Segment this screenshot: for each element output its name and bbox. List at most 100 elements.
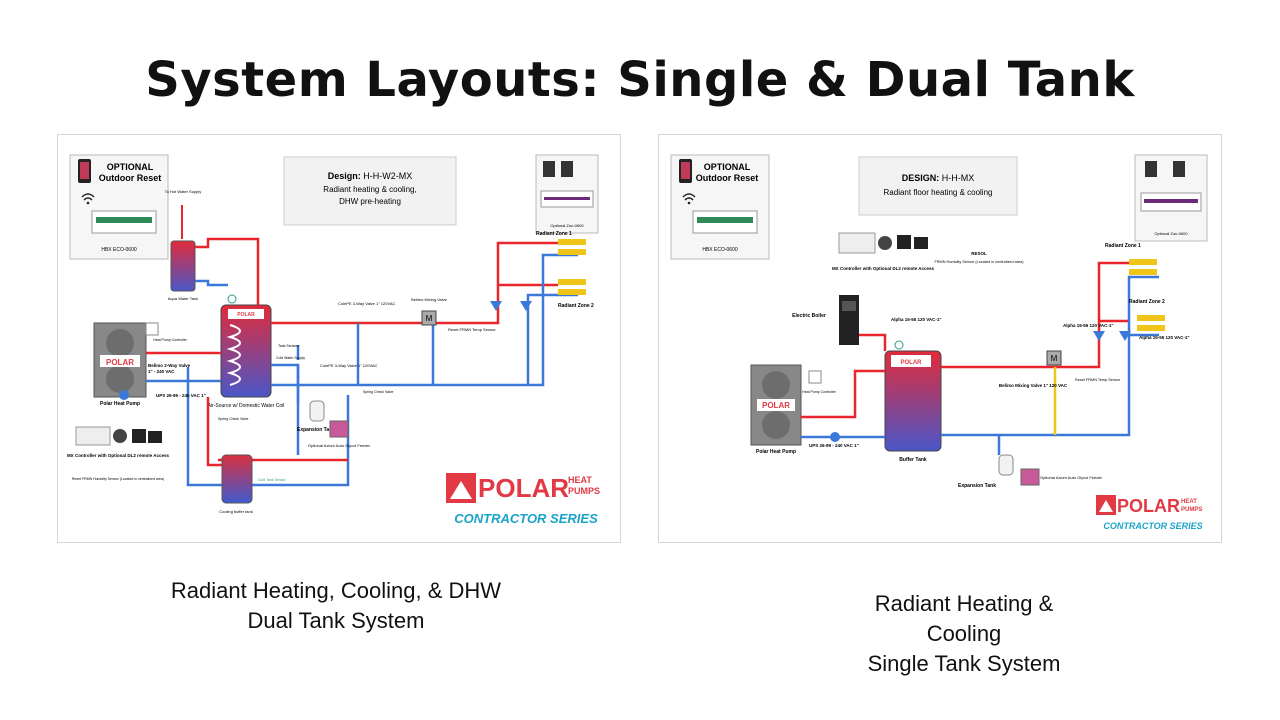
pipes-right: [801, 261, 1159, 455]
dual-tank-schematic: OPTIONAL Outdoor Reset HBX ECO-0600 Desi…: [67, 154, 600, 526]
slide-title: System Layouts: Single & Dual Tank: [145, 52, 1135, 108]
svg-text:Cooling buffer tank: Cooling buffer tank: [219, 509, 253, 514]
svg-text:UPS 26-99 - 240 VAC 1": UPS 26-99 - 240 VAC 1": [156, 393, 206, 398]
single-tank-schematic: OPTIONAL Outdoor Reset HBX ECO-0600 DESI…: [670, 154, 1208, 531]
svg-text:Expansion Tank: Expansion Tank: [297, 427, 335, 433]
svg-text:Polar Heat Pump: Polar Heat Pump: [756, 449, 796, 455]
dual-tank-diagram: OPTIONAL Outdoor Reset HBX ECO-0600 Desi…: [57, 134, 621, 543]
optional-outdoor-reset-box-right: OPTIONAL Outdoor Reset HBX ECO-0600: [670, 154, 770, 260]
svg-text:POLAR: POLAR: [762, 401, 790, 410]
svg-text:CONTRACTOR SERIES: CONTRACTOR SERIES: [454, 511, 598, 526]
svg-text:Expansion Tank: Expansion Tank: [958, 483, 996, 489]
hbx-eco-label: HBX ECO-0600: [101, 247, 137, 253]
buffer-tank: POLAR Buffer Tank: [884, 340, 942, 463]
svg-text:Reset FRMN Humidity Sensor (Lo: Reset FRMN Humidity Sensor (Located in c…: [72, 477, 164, 481]
svg-text:Belimo 2-Way Valve: Belimo 2-Way Valve: [148, 363, 191, 368]
svg-text:Belimo Mixing Valve: Belimo Mixing Valve: [411, 297, 447, 302]
svg-text:Buffer Tank: Buffer Tank: [899, 457, 927, 463]
svg-text:Alpha 15-55 120 VAC-1": Alpha 15-55 120 VAC-1": [1063, 323, 1114, 328]
svg-text:POLAR: POLAR: [106, 358, 134, 367]
polar-heat-pump-right: POLAR Polar Heat Pump Heat Pump Controll…: [750, 364, 837, 455]
svg-text:HEAT: HEAT: [568, 475, 592, 485]
svg-text:1" - 240 VAC: 1" - 240 VAC: [148, 369, 175, 374]
svg-text:DESIGN: H-H-MX: DESIGN: H-H-MX: [902, 173, 975, 183]
air-source-tank: POLAR Air-Source w/ Domestic Water Coil: [208, 294, 285, 409]
svg-text:ColePE 3-Way Valve 1" 120VAC: ColePE 3-Way Valve 1" 120VAC: [320, 363, 377, 368]
svg-text:ColePE 3-Way Valve 1" 120VAC: ColePE 3-Way Valve 1" 120VAC: [338, 301, 395, 306]
zon-label: Optional Zon-0600: [550, 223, 584, 228]
optional-label: OPTIONAL: [107, 162, 154, 172]
outdoor-reset-label: Outdoor Reset: [99, 173, 162, 183]
svg-text:Heat Pump Controller: Heat Pump Controller: [802, 390, 836, 394]
svg-text:PUMPS: PUMPS: [1181, 507, 1202, 513]
svg-text:Cold Water Supply: Cold Water Supply: [276, 356, 305, 360]
aqua-water-tank: To Hot Water Supply Aqua Water Tank: [165, 189, 202, 301]
wifi-icon: [682, 193, 696, 201]
svg-text:Aqua Water Tank: Aqua Water Tank: [168, 296, 198, 301]
electric-boiler: Electric Boiler: [792, 295, 859, 345]
svg-text:UPS 26-99 - 240 VAC 1": UPS 26-99 - 240 VAC 1": [809, 443, 859, 448]
svg-text:M: M: [426, 314, 433, 323]
svg-text:FRMN Humidity Sensor (Located: FRMN Humidity Sensor (Located in central…: [934, 260, 1024, 264]
svg-text:Radiant Zone 2: Radiant Zone 2: [558, 303, 594, 309]
optional-outdoor-reset-box: OPTIONAL Outdoor Reset HBX ECO-0600: [69, 154, 169, 260]
svg-text:POLAR: POLAR: [478, 473, 569, 503]
svg-text:Alpha 15-55 120 VAC-1": Alpha 15-55 120 VAC-1": [891, 317, 942, 322]
caption-right: Radiant Heating & Cooling Single Tank Sy…: [720, 589, 1208, 679]
svg-text:HBX ECO-0600: HBX ECO-0600: [702, 247, 738, 253]
svg-text:POLAR: POLAR: [237, 312, 255, 318]
svg-text:POLAR: POLAR: [901, 360, 923, 366]
svg-text:Optional Axiom Auto Glycol Fee: Optional Axiom Auto Glycol Feeder: [308, 443, 371, 448]
expansion-tank-right: Expansion Tank Optional Axiom Auto Glyco…: [958, 454, 1103, 489]
caption-right-line-1: Radiant Heating &: [874, 591, 1054, 616]
svg-text:MX Controller with Optional DL: MX Controller with Optional DL2 remote A…: [67, 453, 170, 458]
thermostat-box: Optional Zon-0600: [535, 154, 599, 234]
design-line-3: DHW pre-heating: [339, 197, 401, 206]
svg-text:Optional Zon-0600: Optional Zon-0600: [1154, 231, 1188, 236]
svg-text:Air-Source w/ Domestic Water C: Air-Source w/ Domestic Water Coil: [208, 403, 285, 409]
design-line-2: Radiant heating & cooling,: [323, 185, 416, 194]
polar-logo-right: POLAR HEAT PUMPS CONTRACTOR SERIES: [1096, 495, 1203, 531]
valves-left: M Belimo Mixing Valve Reset FRMN Temp Se…: [119, 297, 532, 421]
svg-text:Polar Heat Pump: Polar Heat Pump: [100, 401, 140, 407]
svg-text:CONTRACTOR SERIES: CONTRACTOR SERIES: [1103, 521, 1202, 531]
caption-right-line-2: Cooling: [926, 621, 1002, 646]
caption-left-line-1: Radiant Heating, Cooling, & DHW: [170, 578, 502, 603]
mx-controller-left: MX Controller with Optional DL2 remote A…: [67, 426, 170, 481]
svg-text:To Hot Water Supply: To Hot Water Supply: [165, 189, 202, 194]
wifi-icon: [81, 193, 95, 201]
svg-text:Outdoor Reset: Outdoor Reset: [696, 173, 759, 183]
svg-text:Reset FRMN Temp Sensor: Reset FRMN Temp Sensor: [448, 327, 496, 332]
svg-text:Cold Tank Sensor: Cold Tank Sensor: [258, 478, 286, 482]
manifolds-right: Radiant Zone 1 Radiant Zone 2: [1105, 243, 1165, 331]
svg-text:MX Controller with Optional DL: MX Controller with Optional DL2 remote A…: [832, 266, 935, 271]
svg-text:Design: H-H-W2-MX: Design: H-H-W2-MX: [328, 171, 413, 181]
svg-text:Optional Axiom Auto Glycol Fee: Optional Axiom Auto Glycol Feeder: [1040, 475, 1103, 480]
polar-heat-pump: POLAR Polar Heat Pump Heat Pump Controll…: [93, 322, 188, 407]
svg-text:Spring Check Valve: Spring Check Valve: [218, 417, 249, 421]
cooling-buffer-tank: Cooling buffer tank Cold Tank Sensor: [219, 454, 286, 514]
manifolds-left: Radiant Zone 1 Radiant Zone 2: [536, 231, 594, 309]
caption-left: Radiant Heating, Cooling, & DHW Dual Tan…: [100, 576, 572, 636]
svg-text:Belimo Mixing Valve 1" 120 VAC: Belimo Mixing Valve 1" 120 VAC: [999, 383, 1068, 388]
svg-text:POLAR: POLAR: [1117, 496, 1180, 516]
expansion-tank-left: Expansion Tank Optional Axiom Auto Glyco…: [297, 400, 371, 448]
svg-text:OPTIONAL: OPTIONAL: [704, 162, 751, 172]
svg-text:M: M: [1051, 354, 1058, 363]
svg-text:Reset FRMN Temp Sensor: Reset FRMN Temp Sensor: [1075, 378, 1121, 382]
svg-text:HEAT: HEAT: [1181, 499, 1197, 505]
single-tank-diagram: OPTIONAL Outdoor Reset HBX ECO-0600 DESI…: [658, 134, 1222, 543]
svg-text:RESOL: RESOL: [971, 251, 987, 256]
mx-controller-right: MX Controller with Optional DL2 remote A…: [832, 232, 1024, 271]
svg-text:Electric Boiler: Electric Boiler: [792, 313, 826, 319]
design-code: H-H-W2-MX: [363, 171, 412, 181]
svg-text:PUMPS: PUMPS: [568, 486, 600, 496]
design-box: Design: H-H-W2-MX Radiant heating & cool…: [283, 156, 457, 226]
svg-text:Radiant Zone 2: Radiant Zone 2: [1129, 299, 1165, 305]
design-box-right: DESIGN: H-H-MX Radiant floor heating & c…: [858, 156, 1018, 216]
caption-right-line-3: Single Tank System: [867, 651, 1061, 676]
polar-logo-left: POLAR HEAT PUMPS CONTRACTOR SERIES: [446, 473, 600, 526]
svg-text:Radiant Zone 1: Radiant Zone 1: [1105, 243, 1141, 249]
pipes-left: [146, 237, 578, 487]
svg-text:Heat Pump Controller: Heat Pump Controller: [153, 338, 187, 342]
